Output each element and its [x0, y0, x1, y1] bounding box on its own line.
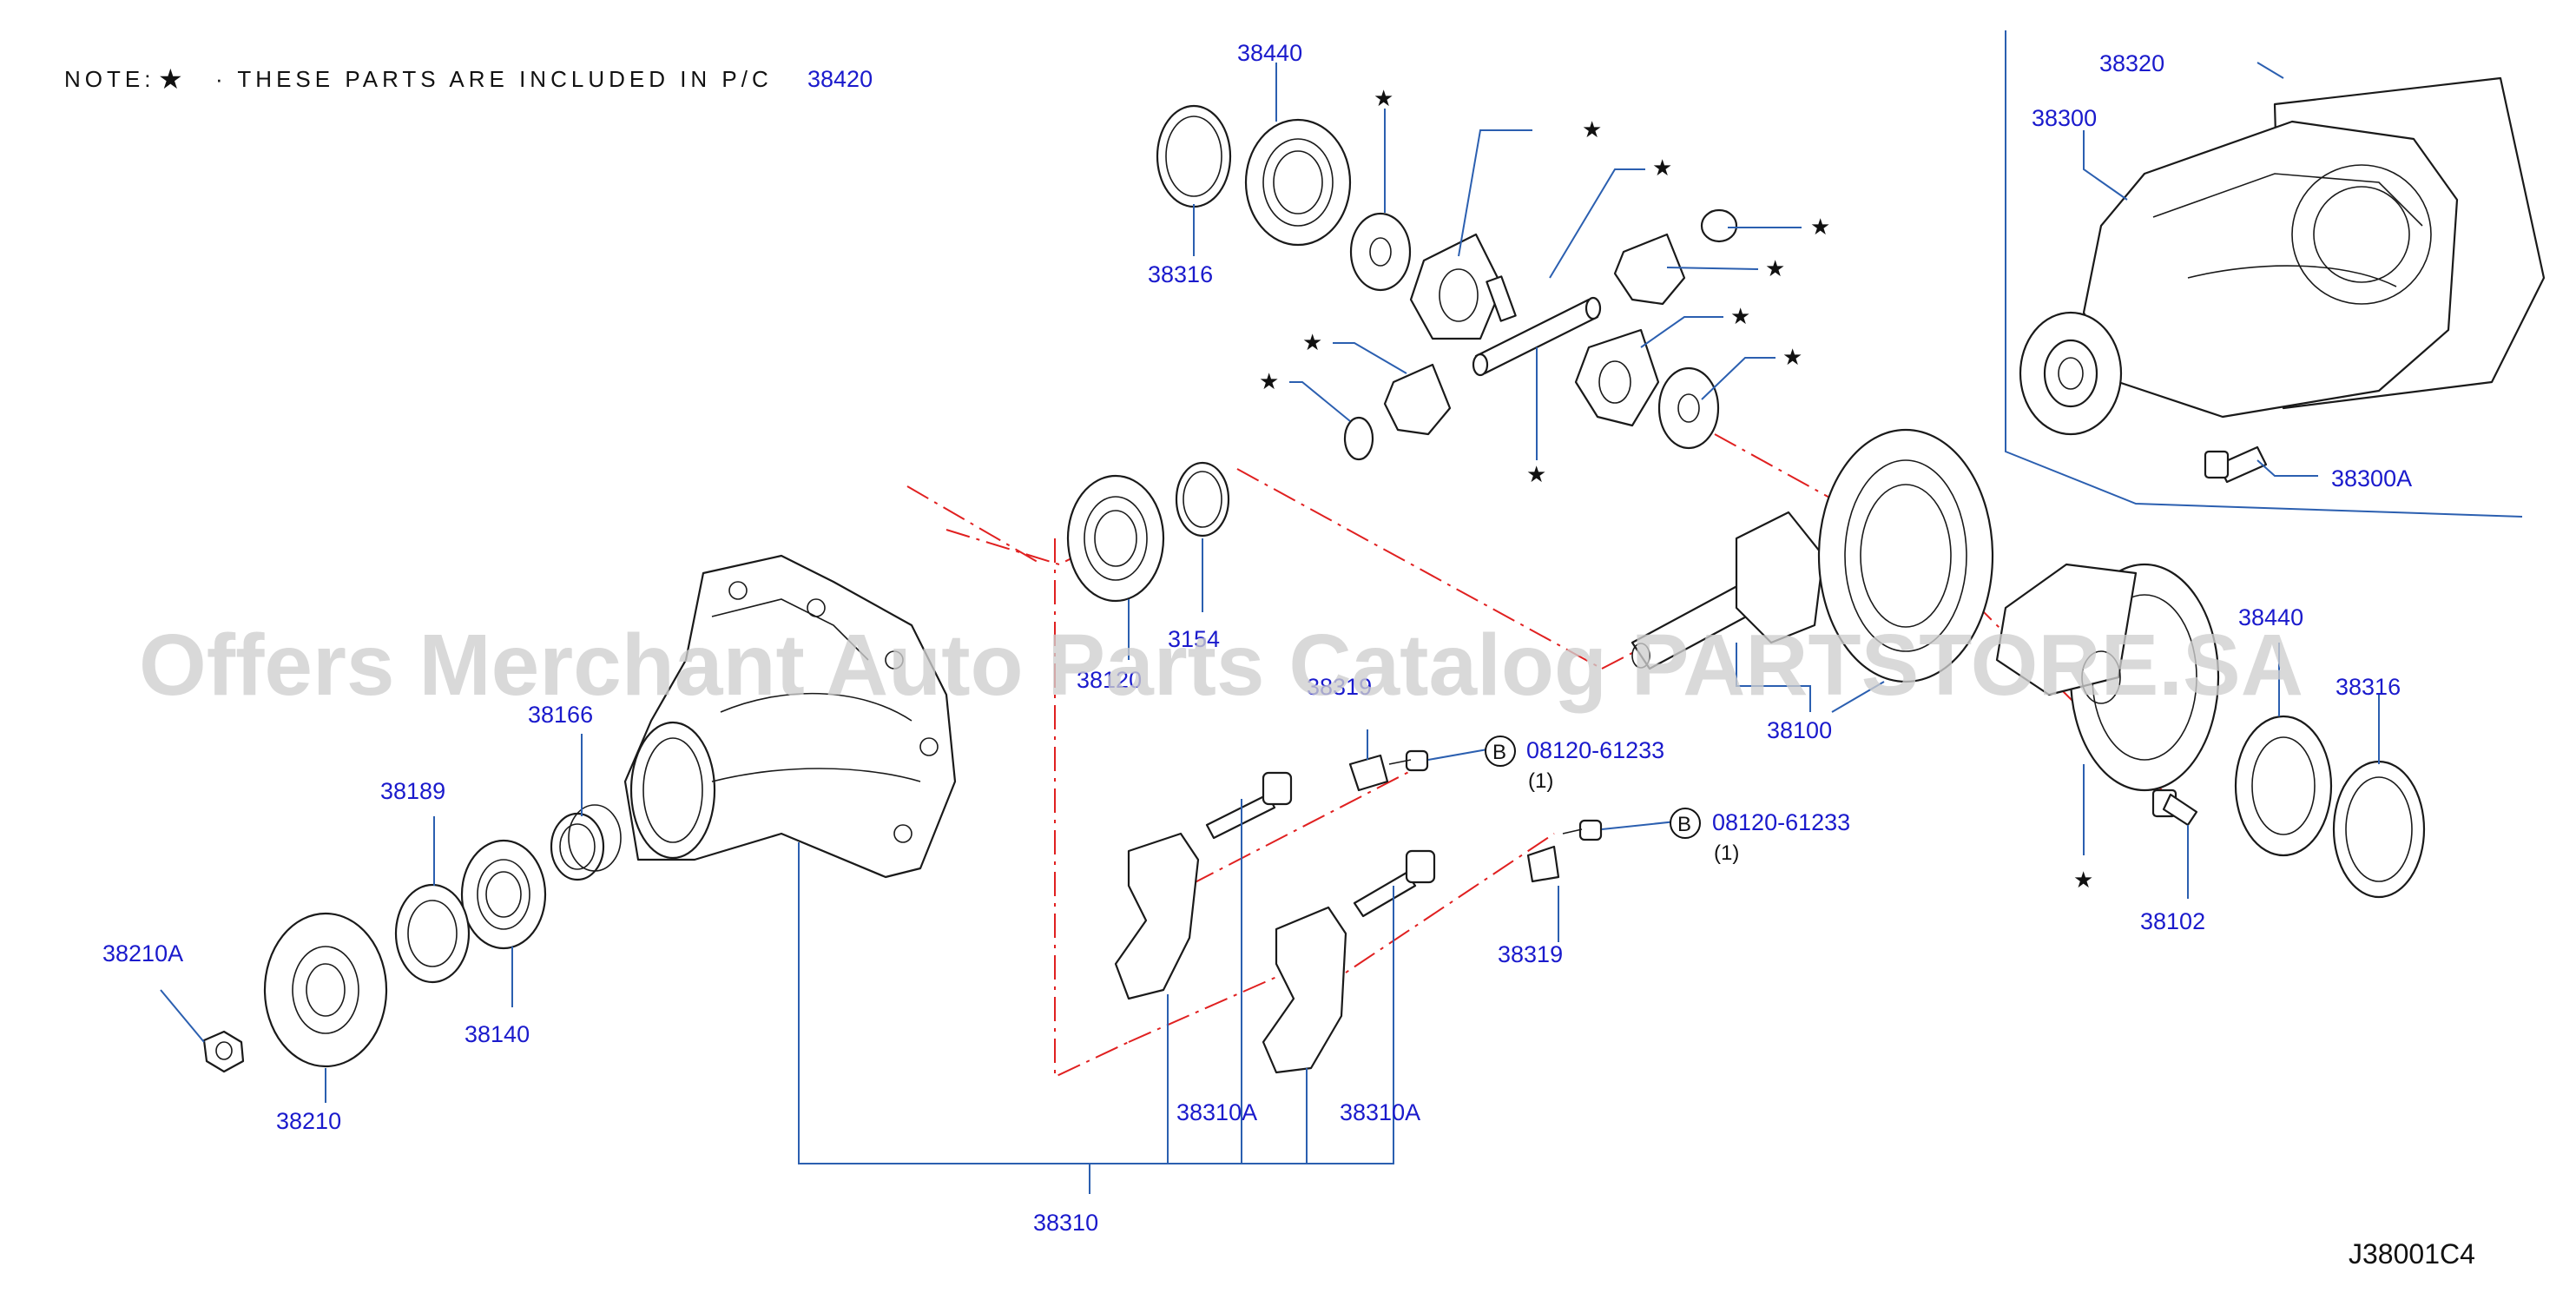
part-labels: 38440 38316 38320 38300 38300A 3154 3812…	[102, 40, 2412, 1236]
part-label-38100[interactable]: 38100	[1767, 717, 1832, 743]
diagram-code: J38001C4	[2349, 1238, 2475, 1270]
bolt-callout-2: B 08120-61233 (1)	[1670, 808, 1850, 865]
part-label-38300a[interactable]: 38300A	[2331, 465, 2412, 491]
part-label-38310[interactable]: 38310	[1033, 1210, 1098, 1236]
star-icon: ★	[1810, 214, 1830, 240]
note-star-icon: ★	[158, 63, 183, 95]
pinion-bearing	[1066, 461, 1230, 603]
star-icon: ★	[1765, 255, 1785, 281]
star-icon: ★	[1652, 155, 1672, 181]
bearing-caps	[1114, 749, 1603, 1074]
star-icon: ★	[1302, 329, 1322, 355]
drive-pinion-ring-gear	[1631, 428, 1994, 683]
part-label-38310a-left[interactable]: 38310A	[1176, 1099, 1257, 1125]
part-label-38102[interactable]: 38102	[2140, 908, 2205, 934]
differential-case	[1995, 563, 2220, 792]
star-icon: ★	[1526, 461, 1546, 487]
star-icon: ★	[1782, 344, 1802, 370]
bolt-part-number[interactable]: 08120-61233	[1712, 809, 1850, 835]
part-label-38140[interactable]: 38140	[464, 1021, 530, 1047]
note-pc-number[interactable]: 38420	[807, 66, 873, 92]
part-label-38316-right[interactable]: 38316	[2336, 674, 2401, 700]
bolt-qty: (1)	[1528, 769, 1553, 793]
carrier-housing	[623, 554, 957, 879]
part-label-38210[interactable]: 38210	[276, 1108, 341, 1134]
assembly-inset	[2005, 30, 2546, 518]
part-label-38440-right[interactable]: 38440	[2238, 604, 2303, 630]
part-label-38310a-right[interactable]: 38310A	[1340, 1099, 1420, 1125]
differential-gears	[1343, 208, 1738, 461]
part-label-38440-top[interactable]: 38440	[1237, 40, 1302, 66]
bolt-part-number[interactable]: 08120-61233	[1526, 737, 1664, 763]
bolt-callout-letter: B	[1677, 813, 1691, 836]
star-icon: ★	[2073, 867, 2093, 893]
bolt-qty: (1)	[1714, 841, 1739, 865]
companion-components	[202, 804, 622, 1073]
star-icon: ★	[1374, 85, 1393, 111]
part-label-38189[interactable]: 38189	[380, 778, 445, 804]
star-icon: ★	[1259, 368, 1279, 394]
part-label-38120[interactable]: 38120	[1077, 667, 1142, 693]
star-icon: ★	[1730, 303, 1750, 329]
part-label-3154[interactable]: 3154	[1168, 626, 1220, 652]
star-icon: ★	[1582, 116, 1602, 142]
part-label-38316-top[interactable]: 38316	[1148, 261, 1213, 287]
part-label-38210a[interactable]: 38210A	[102, 940, 183, 966]
bolt-callout-1: B 08120-61233 (1)	[1485, 736, 1664, 793]
star-markers: ★ ★ ★ ★ ★ ★ ★ ★ ★ ★ ★	[1259, 85, 2093, 893]
side-bearing-seal	[2151, 715, 2426, 899]
watermark-text: Offers Merchant Auto Parts Catalog PARTS…	[139, 617, 2303, 714]
part-label-38320[interactable]: 38320	[2099, 50, 2164, 76]
b-circle-icon	[1485, 736, 1516, 767]
bolt-callout-letter: B	[1492, 741, 1506, 764]
note-prefix: NOTE:	[64, 66, 155, 92]
top-seal-bearing	[1156, 104, 1352, 247]
part-label-38300[interactable]: 38300	[2032, 105, 2097, 131]
part-label-38319-bottom[interactable]: 38319	[1498, 941, 1563, 967]
b-circle-icon	[1670, 808, 1701, 839]
part-label-38319-top[interactable]: 38319	[1307, 674, 1372, 700]
note-text: · THESE PARTS ARE INCLUDED IN P/C	[215, 66, 773, 92]
part-label-38166[interactable]: 38166	[528, 702, 593, 728]
